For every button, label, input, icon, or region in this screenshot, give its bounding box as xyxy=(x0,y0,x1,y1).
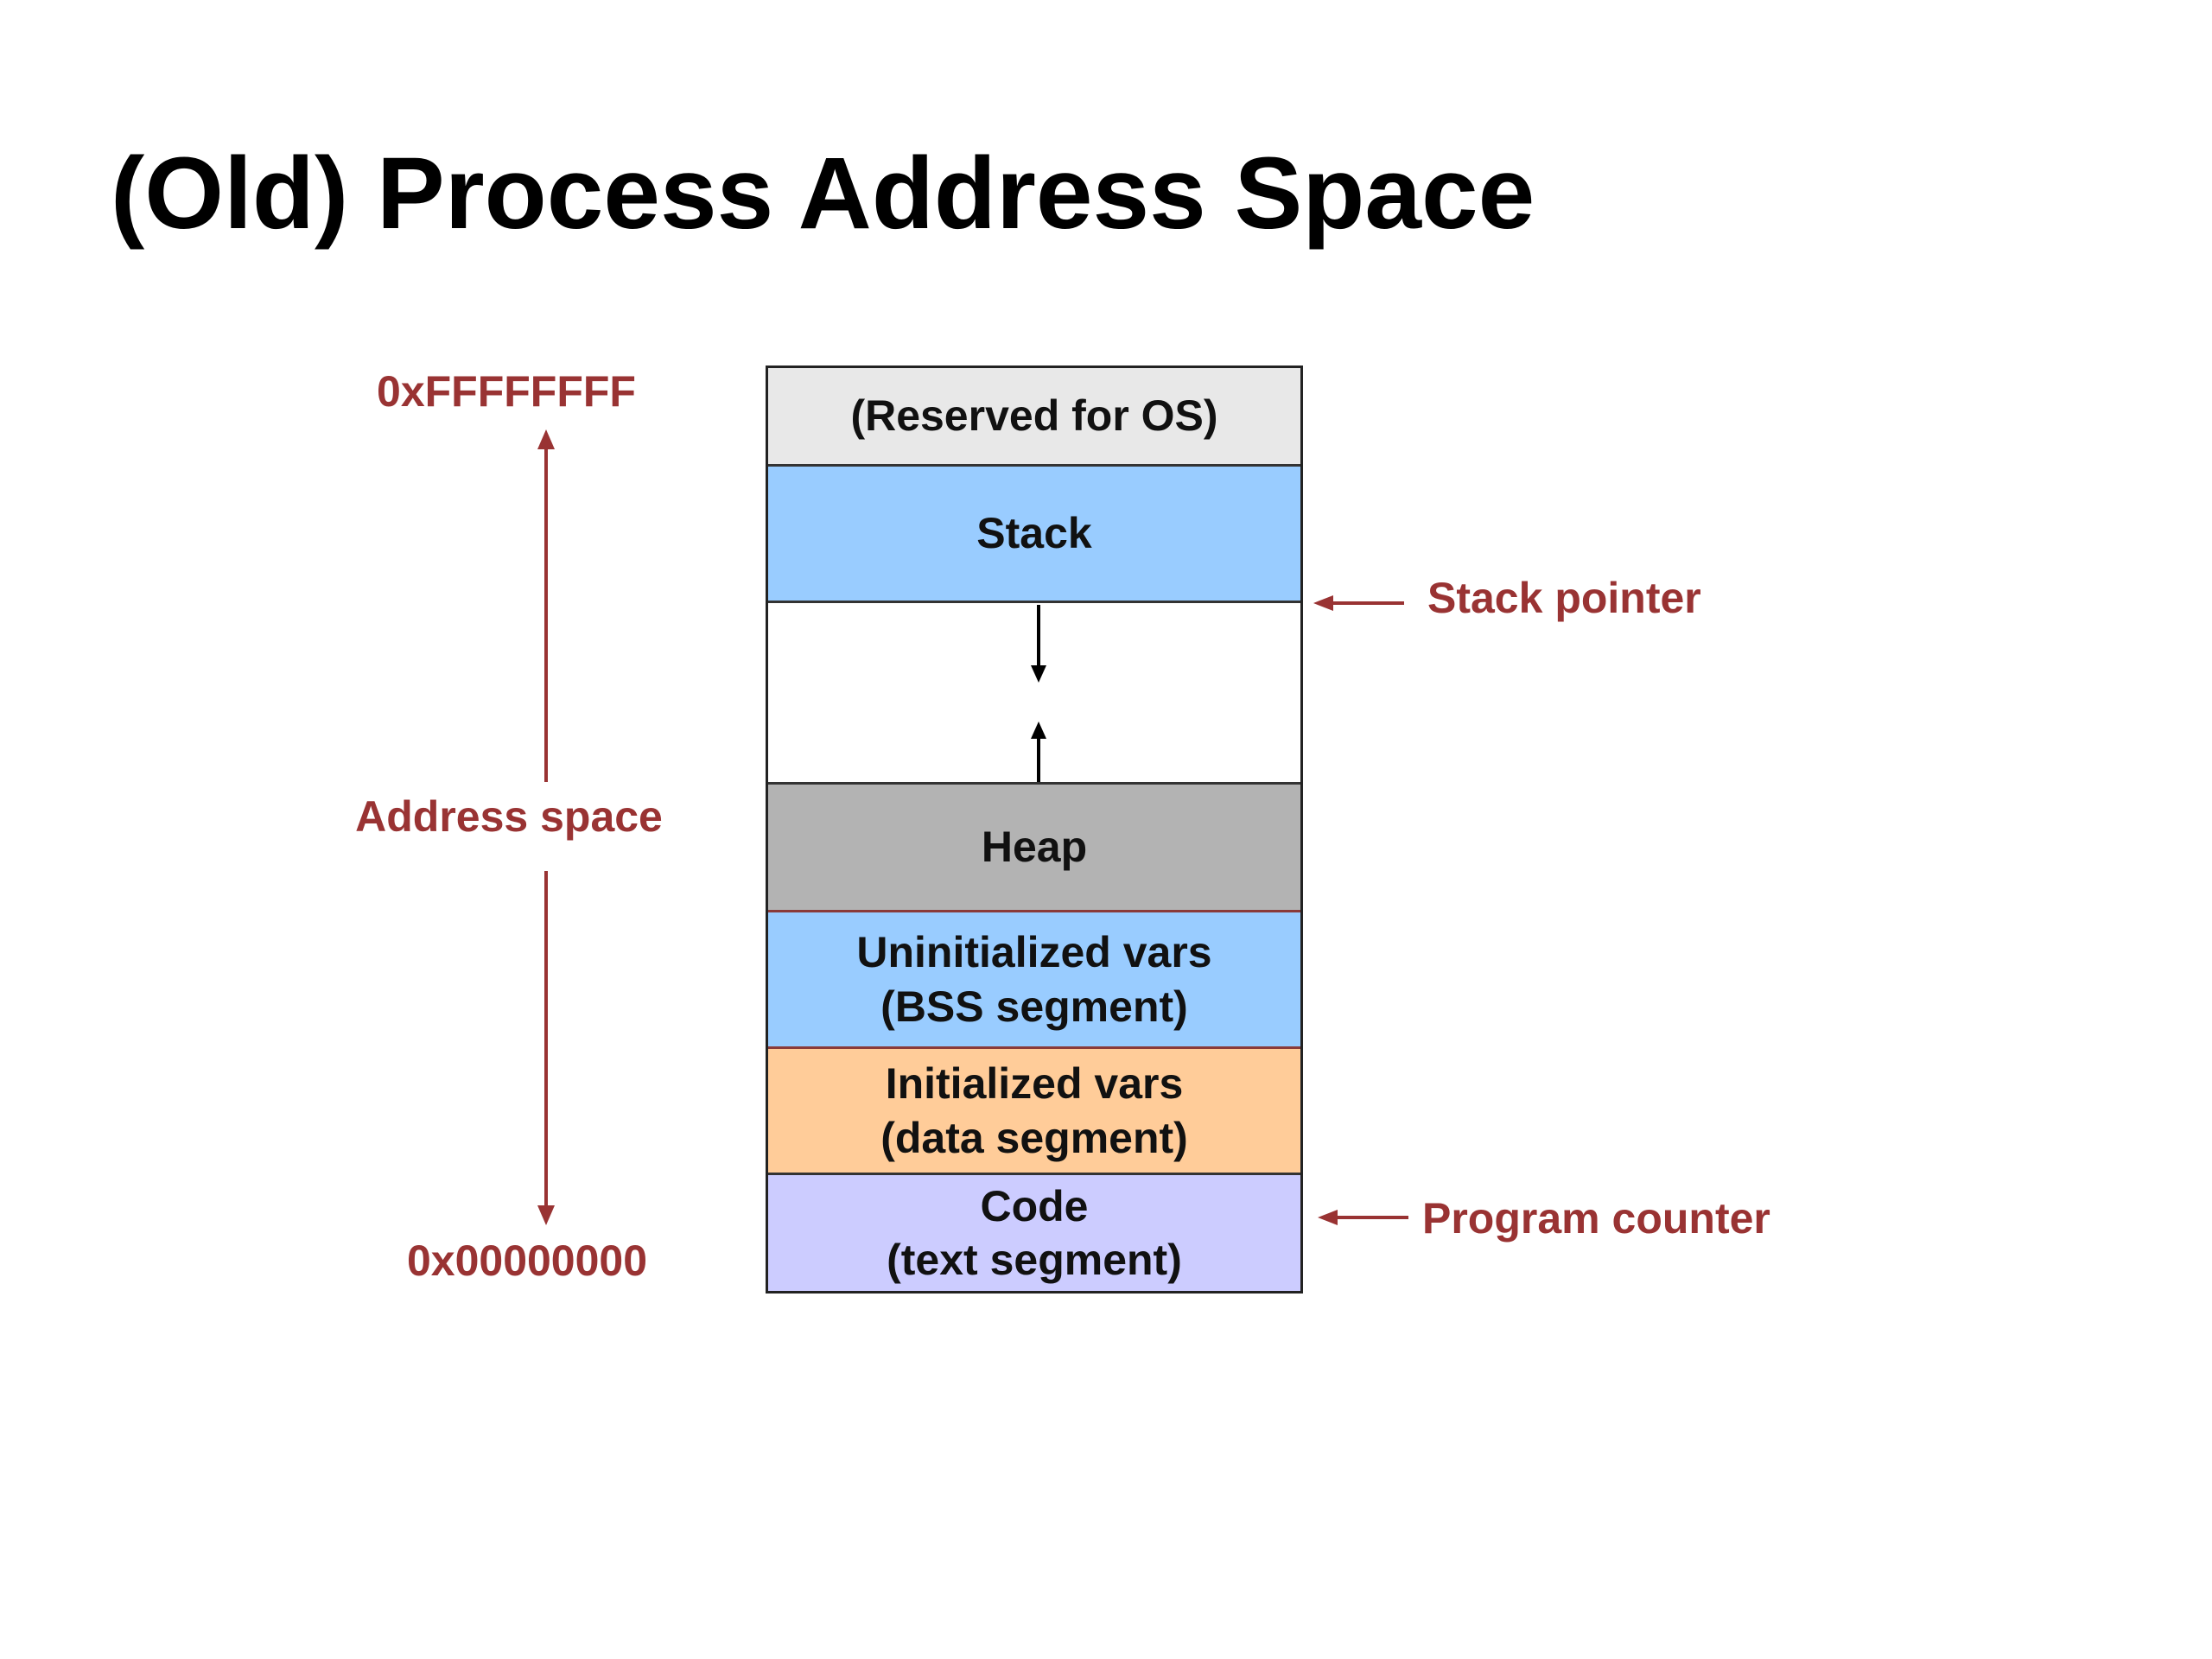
stack-pointer-label: Stack pointer xyxy=(1427,574,1701,622)
memory-map: (Reserved for OS) Stack Heap Uninitializ… xyxy=(766,365,1303,1294)
stack-pointer-arrow xyxy=(1313,595,1404,611)
segment-bss: Uninitialized vars (BSS segment) xyxy=(768,912,1300,1049)
segment-stack-label: Stack xyxy=(976,509,1092,558)
segment-data-label-line2: (data segment) xyxy=(880,1113,1188,1162)
segment-data: Initialized vars (data segment) xyxy=(768,1049,1300,1175)
segment-code: Code (text segment) xyxy=(768,1175,1300,1291)
slide-title: (Old) Process Address Space xyxy=(111,137,1535,251)
segment-bss-label-line2: (BSS segment) xyxy=(880,982,1188,1031)
segment-free-space xyxy=(768,603,1300,785)
address-space-up-arrow xyxy=(537,429,555,782)
address-space-label: Address space xyxy=(355,792,663,841)
segment-data-label-line1: Initialized vars xyxy=(885,1059,1184,1108)
address-top-label: 0xFFFFFFFF xyxy=(377,367,636,416)
segment-stack: Stack xyxy=(768,467,1300,603)
program-counter-label: Program counter xyxy=(1422,1194,1770,1243)
address-space-down-arrow xyxy=(537,871,555,1225)
segment-reserved: (Reserved for OS) xyxy=(768,368,1300,467)
address-bottom-label: 0x00000000 xyxy=(406,1236,648,1285)
segment-heap-label: Heap xyxy=(981,823,1088,872)
segment-code-label-line2: (text segment) xyxy=(887,1236,1182,1284)
segment-reserved-label: (Reserved for OS) xyxy=(850,391,1218,441)
program-counter-arrow xyxy=(1318,1210,1408,1225)
segment-code-label-line1: Code xyxy=(980,1181,1089,1230)
segment-heap: Heap xyxy=(768,785,1300,912)
segment-bss-label-line1: Uninitialized vars xyxy=(856,928,1212,976)
